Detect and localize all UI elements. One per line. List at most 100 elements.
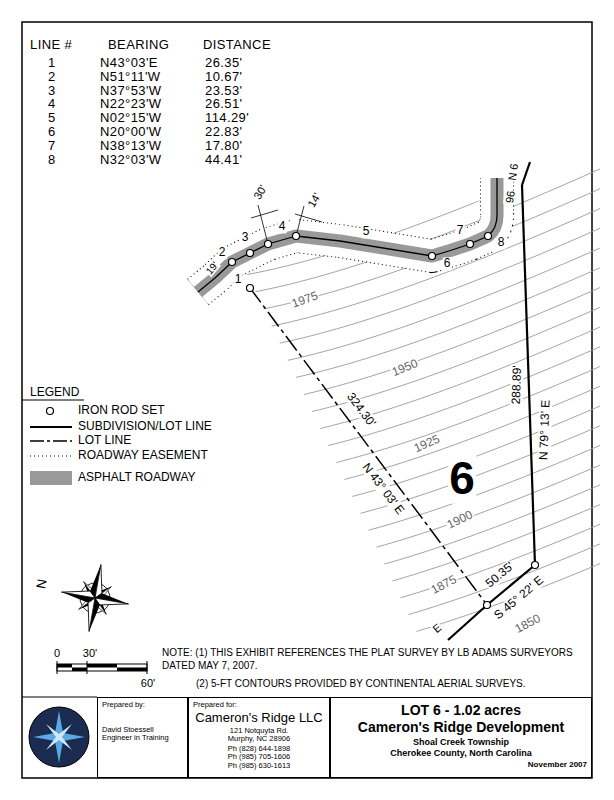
table-header: DISTANCE	[203, 38, 271, 52]
contour-lines	[176, 52, 614, 660]
table-cell: 1	[48, 56, 56, 70]
box-text: David Stoessell Engineer in Training	[102, 726, 183, 743]
scale-bar	[57, 661, 147, 674]
line-number: 4	[278, 220, 287, 233]
contour-line	[260, 430, 614, 570]
table-cell: 10.67'	[205, 70, 242, 84]
bearing-label: N 79° 13' E	[537, 399, 552, 462]
note-text: (2) 5-FT CONTOURS PROVIDED BY CONTINENTA…	[196, 678, 526, 689]
note-text: NOTE: (1) THIS EXHIBIT REFERENCES THE PL…	[162, 646, 582, 672]
dimension: 96	[503, 189, 517, 205]
dimension-leaders	[251, 205, 322, 244]
legend-text: ASPHALT ROADWAY	[78, 471, 196, 484]
table-cell: 22.83'	[205, 125, 242, 139]
compass-point	[89, 563, 107, 599]
contour-label: 1875	[428, 572, 460, 597]
legend-text: ROADWAY EASEMENT	[78, 449, 208, 462]
table-cell: N20°00'W	[100, 125, 161, 139]
box-heading: Prepared for:	[193, 701, 325, 710]
box-text: 121 Notquyta Rd.	[193, 727, 325, 736]
contour-line	[248, 376, 614, 516]
box-heading: LOT 6 - 1.02 acres	[335, 702, 587, 718]
contour-line	[244, 358, 614, 498]
scale-segment	[117, 668, 147, 672]
scale-tick	[57, 661, 58, 674]
iron-rod	[265, 241, 272, 248]
iron-rod	[229, 259, 236, 266]
scale-label: 60'	[140, 677, 156, 689]
title-block-rule	[22, 697, 97, 698]
contour-line	[240, 340, 614, 480]
contour-label: 1850	[512, 611, 544, 636]
table-cell: N43°03'E	[100, 56, 158, 70]
table-cell: 4	[48, 97, 56, 111]
scale-frame	[57, 664, 147, 671]
easement-ground	[198, 178, 497, 292]
box-text: Ph (985) 705-1606	[193, 753, 325, 762]
table-cell: 3	[48, 84, 56, 98]
logo-star	[33, 711, 85, 763]
table-cell: 8	[48, 153, 56, 167]
box-text: November 2007	[335, 760, 587, 769]
subdivision-line	[522, 162, 530, 185]
table-cell: 114.29'	[205, 111, 249, 125]
scale-tick	[147, 661, 148, 674]
dimension-leader	[295, 214, 322, 222]
legend-text: LOT LINE	[78, 434, 131, 447]
iron-rod	[467, 241, 474, 248]
contour-label: 1925	[411, 432, 443, 456]
scale-segment	[57, 664, 72, 668]
iron-rod	[532, 562, 539, 569]
compass-point	[83, 597, 101, 633]
table-cell: N38°13'W	[100, 139, 161, 153]
sheet-border	[22, 22, 592, 778]
table-cell: N22°23'W	[100, 97, 161, 111]
roadway	[198, 178, 497, 292]
legend-rule	[22, 400, 84, 401]
contour-line	[252, 394, 614, 534]
box-text: Cherokee County, North Carolina	[335, 748, 587, 758]
line-number: 2	[218, 246, 227, 259]
scale-label: 30'	[82, 647, 98, 659]
table-cell: 26.51'	[205, 97, 242, 111]
scale-segment	[87, 664, 117, 668]
contour-line	[180, 70, 600, 210]
table-cell: 5	[48, 111, 56, 125]
road-centerline	[198, 178, 497, 292]
bearing-label: E	[430, 620, 445, 635]
lot-line	[250, 288, 487, 605]
line-number: 5	[362, 225, 371, 238]
contour-line	[220, 250, 614, 390]
contour-line	[280, 520, 614, 660]
scale-label: 0	[53, 647, 61, 659]
scale-segment	[72, 668, 87, 672]
box-text: Cameron's Ridge Development	[335, 719, 587, 735]
north-label: N	[34, 577, 50, 591]
dimension-leader	[296, 206, 304, 236]
dimension: 19'	[203, 259, 221, 278]
contour-line	[188, 106, 608, 246]
contour-line	[264, 448, 614, 588]
line-number: 1	[234, 273, 243, 286]
legend-swatch	[30, 471, 72, 485]
contour-label: 1900	[444, 508, 476, 532]
table-header: BEARING	[108, 38, 169, 52]
dimension: 30'	[251, 182, 270, 202]
scale-tick	[87, 661, 88, 674]
table-cell: 2	[48, 70, 56, 84]
table-cell: 17.80'	[205, 139, 242, 153]
contour-line	[224, 268, 614, 408]
line-number: 6	[443, 257, 452, 270]
table-cell: 23.53'	[205, 84, 242, 98]
logo-star	[46, 724, 72, 750]
iron-rod	[429, 253, 436, 260]
box-heading: Prepared by:	[102, 701, 183, 710]
dimension: 14'	[305, 190, 324, 210]
title-block-box: LOT 6 - 1.02 acresCameron's Ridge Develo…	[330, 697, 592, 778]
iron-rod	[247, 250, 254, 257]
lot-number: 6	[448, 453, 476, 504]
contour-line	[236, 322, 614, 462]
iron-rod	[293, 233, 300, 240]
legend-text: SUBDIVISION/LOT LINE	[78, 420, 212, 433]
